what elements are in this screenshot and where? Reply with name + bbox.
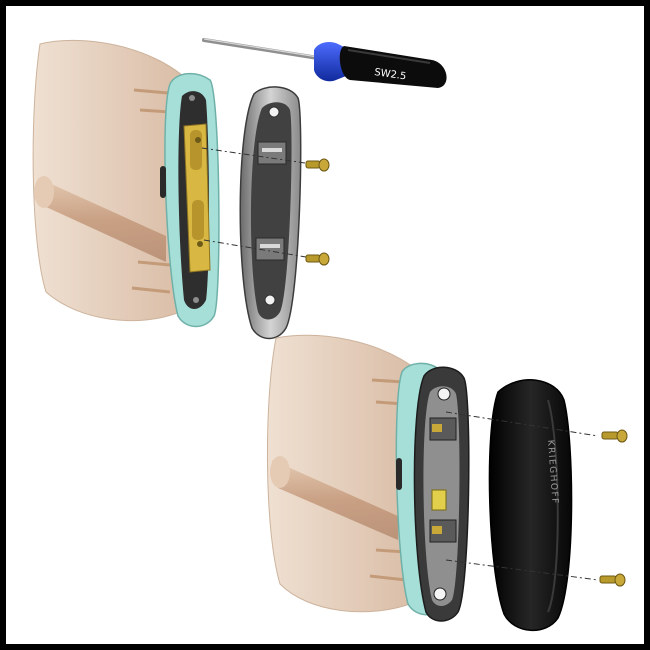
guide-line <box>203 239 313 259</box>
screwdriver-grip <box>339 46 447 88</box>
brass-insert <box>431 489 447 511</box>
stock-pin <box>139 108 171 114</box>
screwdriver-label: SW2.5 <box>374 67 407 82</box>
recoil-pad: KRIEGHOFF <box>488 379 573 632</box>
stock-top <box>32 39 191 322</box>
stock-bottom <box>266 334 421 613</box>
stock-pin <box>131 286 171 294</box>
brass-screw-top-1 <box>305 158 330 172</box>
brass-screw-bottom-2 <box>599 573 626 587</box>
guide-line <box>201 147 313 165</box>
mint-bracket-top <box>160 72 220 328</box>
screwdriver: SW2.5 <box>202 38 447 88</box>
guide-line <box>445 411 599 437</box>
spacer-plate-top <box>239 86 302 340</box>
stock-bottom-bar <box>272 460 398 540</box>
brass-screw-top-2 <box>305 252 330 266</box>
recoil-pad-brand: KRIEGHOFF <box>545 440 560 506</box>
stock-bottom-body <box>266 334 421 613</box>
stock-pin <box>369 574 407 582</box>
mounting-plate-bottom <box>413 366 470 622</box>
stock-pin <box>137 260 171 267</box>
screwdriver-shaft <box>202 38 320 60</box>
guide-line <box>445 559 599 581</box>
stock-pin <box>133 88 169 95</box>
exploded-assembly-diagram: SW2.5 <box>32 38 628 632</box>
recoil-pad-body <box>488 379 573 632</box>
stock-pin <box>371 378 405 384</box>
brass-screw-bottom-1 <box>601 429 628 443</box>
stock-top-bar <box>38 178 166 262</box>
